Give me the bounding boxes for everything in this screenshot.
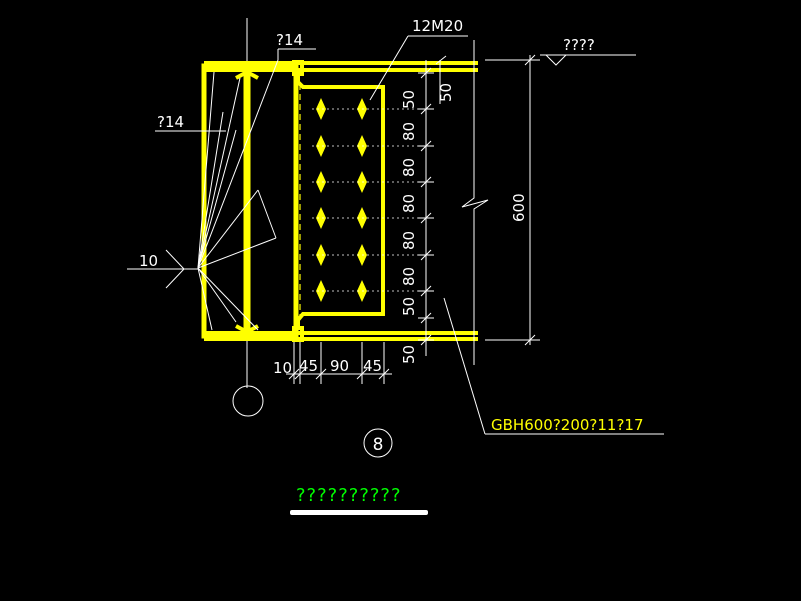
detail-number: 8: [373, 435, 384, 455]
weld-leaders: [155, 48, 316, 331]
weld-top-label: ?14: [276, 31, 303, 49]
horizontal-dim-chain: [286, 342, 392, 384]
title-underline: [290, 510, 428, 515]
overall-dim: [485, 54, 540, 346]
bolt-leader: [369, 35, 468, 101]
section-label: GBH600?200?11?17: [491, 416, 644, 434]
weld-size-label: 10: [139, 252, 158, 270]
flange-dim: [435, 55, 447, 104]
detail-number-bubble: [363, 428, 393, 458]
bolt-group: [316, 98, 367, 302]
weld-left-label: ?14: [157, 113, 184, 131]
bolt: [316, 98, 326, 120]
beam-flanges: [204, 61, 478, 341]
dim-90: 90: [330, 357, 349, 375]
axis-bubble: [232, 385, 264, 417]
connection-plate: [292, 60, 385, 342]
section-leader: [443, 297, 664, 435]
weld-symbol: [127, 249, 198, 289]
dim-600: 600: [510, 193, 528, 222]
dim-80-4: 80: [400, 231, 418, 250]
dim-45-left: 45: [299, 357, 318, 375]
dim-80-2: 80: [400, 158, 418, 177]
dim-45-right: 45: [363, 357, 382, 375]
vertical-dim-labels: 50 80 80 80 80 80 50 50: [400, 90, 418, 364]
bolt: [316, 135, 326, 157]
dim-50-top: 50: [400, 90, 418, 109]
dim-50-mid: 50: [400, 297, 418, 316]
drawing-title: ??????????: [296, 485, 402, 506]
dim-80-3: 80: [400, 194, 418, 213]
dim-50-bottom: 50: [400, 345, 418, 364]
bolt: [316, 207, 326, 229]
horizontal-dim-labels: 10 45 90 45: [273, 357, 382, 377]
elevation-label: ????: [563, 36, 595, 54]
bolt: [316, 171, 326, 193]
bolt-label: 12M20: [412, 17, 463, 35]
dim-10: 10: [273, 359, 292, 377]
dim-50-flange: 50: [437, 83, 455, 102]
bolt: [316, 280, 326, 302]
dim-80-5: 80: [400, 267, 418, 286]
break-line: [461, 40, 489, 365]
bolt: [316, 244, 326, 266]
elevation-marker: [540, 54, 636, 66]
vertical-dim-chain: [418, 60, 434, 356]
dim-80-1: 80: [400, 122, 418, 141]
